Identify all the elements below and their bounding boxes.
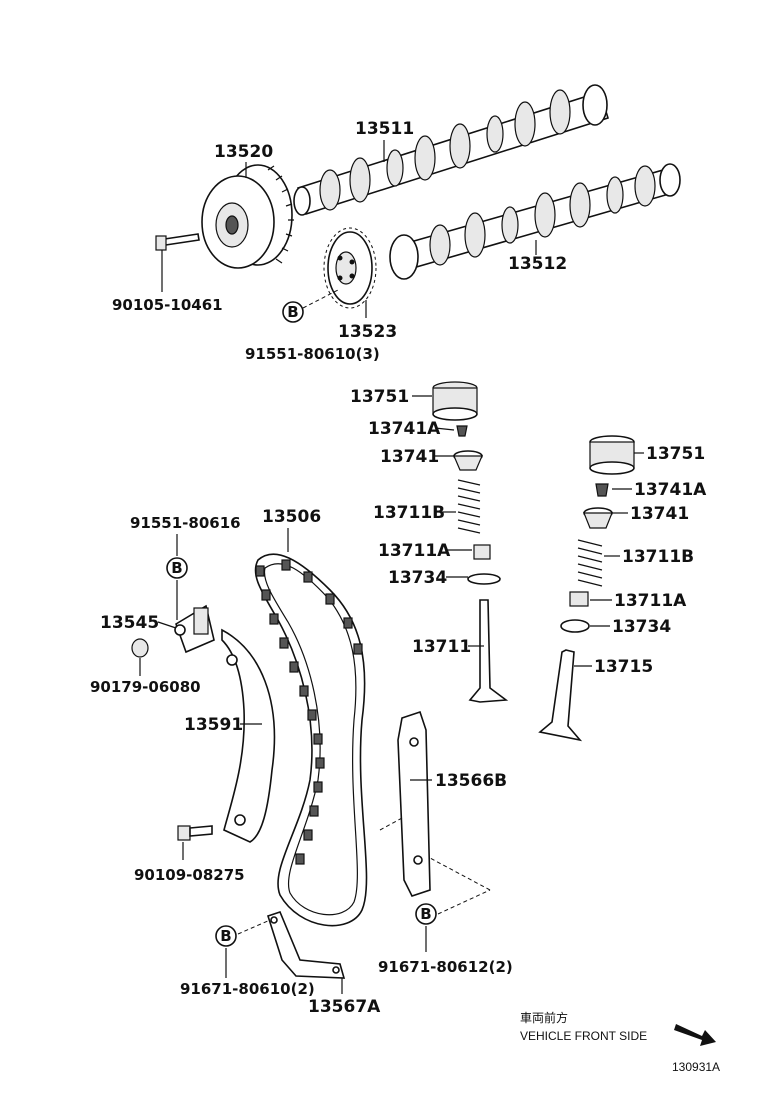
callout-13591: 13591 <box>184 715 243 735</box>
callout-13520: 13520 <box>214 142 273 162</box>
svg-text:B: B <box>420 905 431 923</box>
callout-13741A-right: 13741A <box>634 480 707 500</box>
vehicle-front-japanese: 車両前方 <box>520 1010 568 1025</box>
marker-b-4: B <box>415 903 437 925</box>
tensioner-13545 <box>174 604 215 654</box>
valve-assembly-right <box>538 435 635 742</box>
svg-text:B: B <box>287 303 298 321</box>
callout-13741-left: 13741 <box>380 447 439 467</box>
nut-90179-06080 <box>131 638 149 658</box>
callout-13506: 13506 <box>262 507 321 527</box>
callout-13545: 13545 <box>100 613 159 633</box>
marker-b-2: B <box>166 557 188 579</box>
front-direction-arrow-icon <box>674 1024 716 1046</box>
camshaft-13512 <box>389 163 681 280</box>
callout-91671-80612-2: 91671-80612(2) <box>378 958 513 976</box>
marker-b-3: B <box>215 925 237 947</box>
bolt-90109-08275 <box>177 825 213 841</box>
callout-91551-80616: 91551-80616 <box>130 514 241 532</box>
bolt-90105-10461 <box>155 233 200 251</box>
callout-13741A-left: 13741A <box>368 419 441 439</box>
chain-guide-13566B <box>397 710 431 897</box>
guide-13567A <box>266 911 346 979</box>
callout-90109-08275: 90109-08275 <box>134 866 245 884</box>
callout-13711B-right: 13711B <box>622 547 694 567</box>
marker-b-1: B <box>282 301 304 323</box>
callout-13715: 13715 <box>594 657 653 677</box>
camshaft-13511 <box>293 84 609 216</box>
vvt-gear-13520 <box>201 164 294 269</box>
callout-13751-left: 13751 <box>350 387 409 407</box>
callout-13566B: 13566B <box>435 771 507 791</box>
callout-13751-right: 13751 <box>646 444 705 464</box>
callout-13741-right: 13741 <box>630 504 689 524</box>
callout-13711: 13711 <box>412 637 471 657</box>
svg-text:B: B <box>171 559 182 577</box>
callout-13511: 13511 <box>355 119 414 139</box>
callout-13711A-right: 13711A <box>614 591 687 611</box>
callout-91671-80610-2: 91671-80610(2) <box>180 980 315 998</box>
figure-id: 130931A <box>672 1060 720 1074</box>
callout-13523: 13523 <box>338 322 397 342</box>
callout-13711B-left: 13711B <box>373 503 445 523</box>
sprocket-13523 <box>323 227 377 309</box>
callout-13711A-left: 13711A <box>378 541 451 561</box>
callout-90179-06080: 90179-06080 <box>90 678 201 696</box>
valve-assembly-left <box>432 381 509 703</box>
callout-90105-10461: 90105-10461 <box>112 296 223 314</box>
chain-slipper-13591 <box>221 628 276 843</box>
vehicle-front-english: VEHICLE FRONT SIDE <box>520 1029 647 1043</box>
callout-13567A: 13567A <box>308 997 381 1017</box>
callout-13512: 13512 <box>508 254 567 274</box>
svg-text:B: B <box>220 927 231 945</box>
timing-chain-13506 <box>254 553 368 927</box>
callout-91551-80610-3: 91551-80610(3) <box>245 345 380 363</box>
callout-13734-left: 13734 <box>388 568 447 588</box>
callout-13734-right: 13734 <box>612 617 671 637</box>
leader-lines <box>139 140 644 994</box>
